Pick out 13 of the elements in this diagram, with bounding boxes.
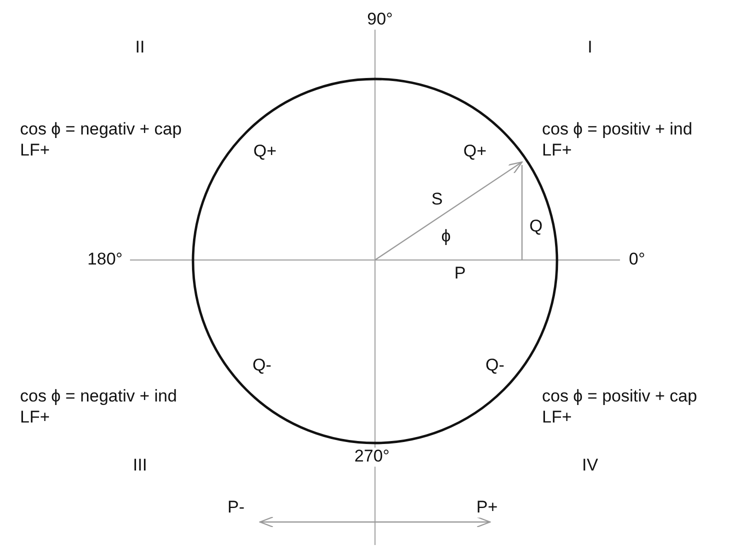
formula-text: cos ϕ = positiv + ind xyxy=(542,120,692,140)
angle-label: 90° xyxy=(367,10,393,30)
quadrant-sign: Q+ xyxy=(253,142,277,162)
quadrant-sign: Q- xyxy=(252,356,272,376)
quadrant-sign: Q- xyxy=(486,356,504,376)
angle-symbol: ϕ xyxy=(441,228,451,246)
quadrant-sign: Q+ xyxy=(463,142,487,162)
formula-text: cos ϕ = negativ + ind xyxy=(20,388,177,406)
formula-text: cos ϕ = negativ + cap xyxy=(20,120,182,140)
formula-text: cos ϕ = positiv + cap xyxy=(542,388,698,406)
direction-label: P+ xyxy=(476,498,498,518)
component-label: Q xyxy=(529,218,543,236)
angle-label: 270° xyxy=(354,448,390,466)
